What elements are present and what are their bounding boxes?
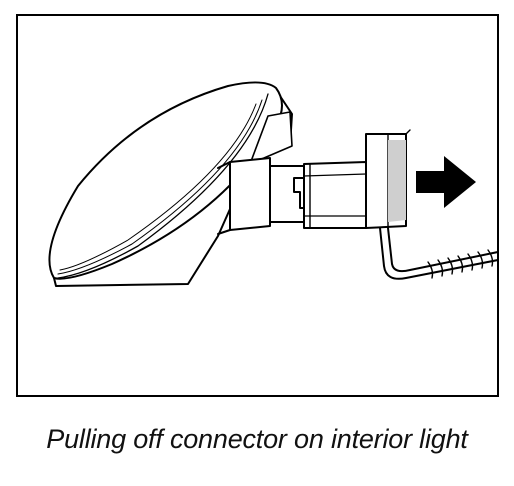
figure-frame — [16, 14, 499, 397]
lamp-lens-contour — [59, 103, 257, 271]
lamp-lens-contour — [57, 99, 263, 275]
wire-wrap — [427, 249, 494, 279]
connector-illustration — [48, 81, 497, 287]
pull-direction-arrow — [416, 156, 476, 208]
connector-plug — [303, 161, 367, 229]
wire-harness — [379, 227, 497, 280]
lamp-socket — [229, 157, 271, 231]
socket-terminal — [269, 165, 309, 223]
figure-caption: Pulling off connector on interior light — [46, 424, 468, 454]
lamp-lens-contour — [57, 93, 269, 279]
lamp-side-wall — [249, 111, 293, 165]
